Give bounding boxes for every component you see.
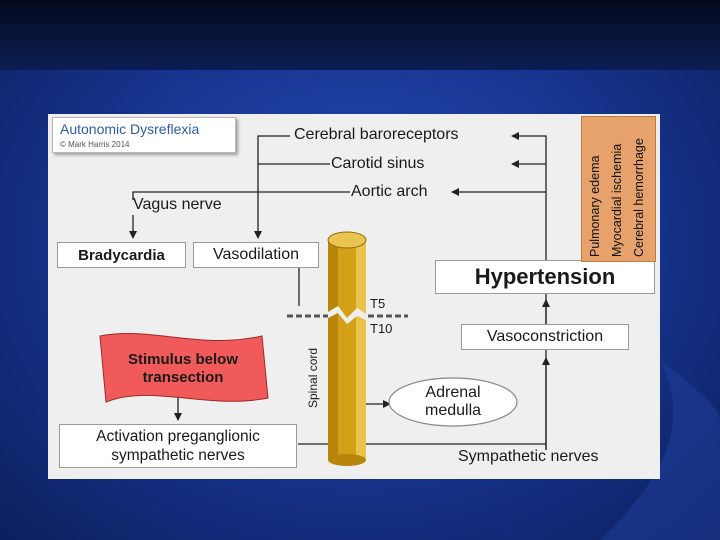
adrenal-medulla-label: Adrenal medulla bbox=[424, 384, 482, 419]
aortic-arch-label: Aortic arch bbox=[351, 183, 428, 200]
diagram-title: Autonomic Dysreflexia bbox=[60, 121, 200, 137]
cerebral-baroreceptors-label: Cerebral baroreceptors bbox=[294, 126, 459, 143]
vasoconstriction-label: Vasoconstriction bbox=[486, 328, 604, 345]
vasoconstriction-box: Vasoconstriction bbox=[461, 324, 629, 350]
vasodilation-box: Vasodilation bbox=[193, 242, 319, 268]
complication-cerebral-hemorrhage: Cerebral hemorrhage bbox=[632, 138, 646, 257]
sympathetic-nerves-label: Sympathetic nerves bbox=[458, 448, 599, 465]
diagram-credit: © Mark Harris 2014 bbox=[60, 140, 130, 149]
activation-label: Activation preganglionic sympathetic ner… bbox=[96, 428, 260, 464]
stimulus-label: Stimulus below transection bbox=[127, 351, 238, 386]
bradycardia-box: Bradycardia bbox=[57, 242, 186, 268]
complication-myocardial-ischemia: Myocardial ischemia bbox=[610, 143, 624, 257]
vasodilation-label: Vasodilation bbox=[213, 246, 299, 263]
t10-label: T10 bbox=[370, 321, 393, 336]
stimulus-flag bbox=[99, 333, 269, 403]
top-band bbox=[0, 0, 720, 70]
spinal-cord-label: Spinal cord bbox=[306, 347, 320, 408]
vagus-nerve-label: Vagus nerve bbox=[133, 196, 222, 213]
adrenal-medulla-ellipse bbox=[388, 377, 518, 427]
bradycardia-label: Bradycardia bbox=[78, 246, 165, 264]
title-box: Autonomic Dysreflexia © Mark Harris 2014 bbox=[52, 117, 236, 153]
spinal-cord-cylinder bbox=[327, 231, 367, 466]
t5-label: T5 bbox=[370, 296, 386, 311]
activation-box: Activation preganglionic sympathetic ner… bbox=[59, 424, 297, 468]
complication-pulmonary-edema: Pulmonary edema bbox=[588, 155, 602, 257]
complications-box: Pulmonary edema Myocardial ischemia Cere… bbox=[581, 116, 656, 262]
hypertension-label: Hypertension bbox=[474, 264, 616, 289]
hypertension-box: Hypertension bbox=[435, 260, 655, 294]
carotid-sinus-label: Carotid sinus bbox=[331, 155, 425, 172]
background-swoosh bbox=[600, 360, 720, 540]
